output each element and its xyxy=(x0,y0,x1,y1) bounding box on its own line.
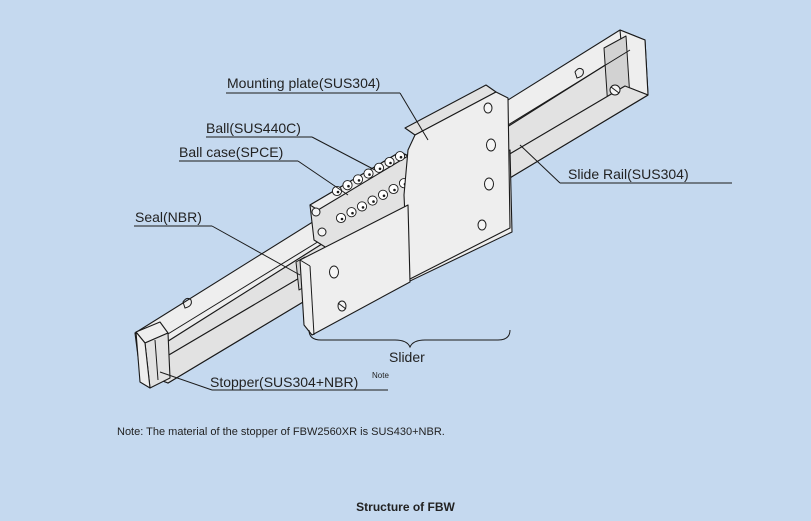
ball-center xyxy=(389,161,392,165)
ball xyxy=(363,168,374,179)
ball-center xyxy=(378,167,382,171)
ball-center xyxy=(361,206,365,209)
stopper-label: Stopper(SUS304+NBR) xyxy=(210,374,358,390)
slider-brace xyxy=(308,329,511,349)
ball-center xyxy=(340,217,344,221)
ball xyxy=(373,162,385,173)
ball xyxy=(388,183,399,195)
stopper-note-superscript: Note xyxy=(372,371,389,380)
ball xyxy=(342,180,353,191)
slide-rail-label: Slide Rail(SUS304) xyxy=(568,166,689,182)
ball xyxy=(367,195,378,206)
ball-center xyxy=(399,155,403,159)
ball-center xyxy=(336,190,340,194)
mounting-plate xyxy=(299,84,511,336)
ball-center xyxy=(347,184,350,188)
ball xyxy=(377,189,389,200)
ball-center xyxy=(351,211,354,215)
ball-case-label: Ball case(SPCE) xyxy=(179,144,283,160)
ball xyxy=(394,151,406,162)
slider-label: Slider xyxy=(389,349,425,365)
ball xyxy=(346,207,357,218)
ball-center xyxy=(393,188,396,192)
seal-label: Seal(NBR) xyxy=(135,209,202,225)
ball-center xyxy=(382,194,386,198)
ball-label: Ball(SUS440C) xyxy=(206,120,301,136)
ball-center xyxy=(357,179,361,182)
material-note: Note: The material of the stopper of FBW… xyxy=(117,426,445,438)
figure-caption: Structure of FBW xyxy=(356,500,455,514)
ball xyxy=(384,156,395,168)
ball xyxy=(335,212,347,224)
leader-lines xyxy=(134,92,732,391)
ball-center xyxy=(372,200,375,203)
ball-center xyxy=(368,173,371,176)
ball xyxy=(352,174,364,185)
mounting-plate-label: Mounting plate(SUS304) xyxy=(227,75,380,91)
ball xyxy=(356,201,368,212)
